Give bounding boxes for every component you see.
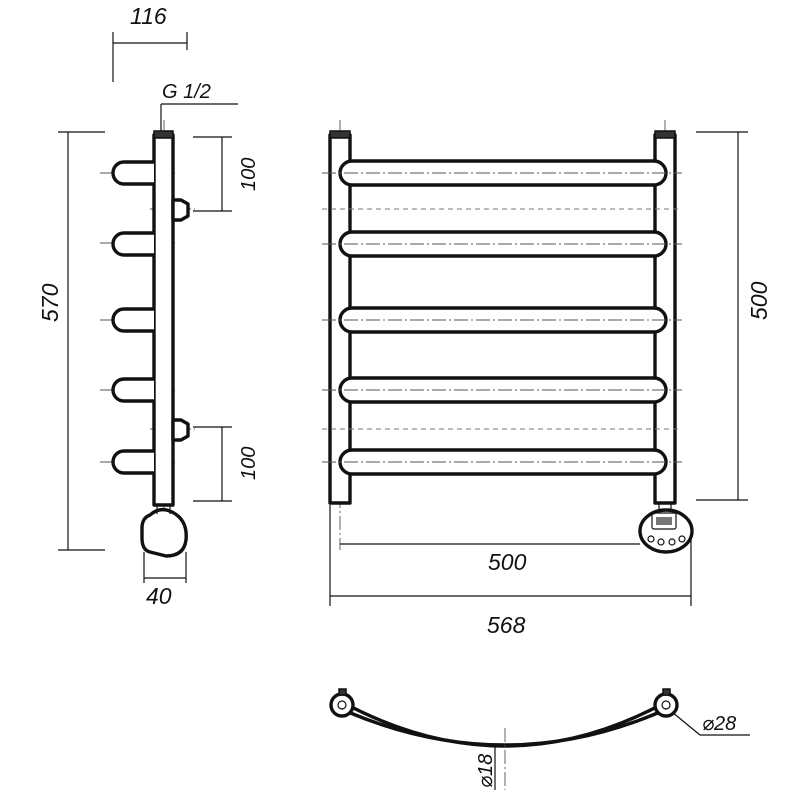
riser-top-cap [153,130,174,139]
upper-offset-dimension: 100 [193,136,260,212]
heater-depth-dimension: 40 [143,552,187,609]
top-view: ⌀28 ⌀18 [329,688,750,790]
overall-height-label: 570 [37,283,63,322]
side-riser [152,133,175,507]
rail-stub [111,377,154,403]
display-segment [656,517,672,525]
display-screen [651,512,677,530]
overall-width-dimension: 568 [329,505,692,638]
wall-connector-upper [171,198,190,222]
riser-diameter-callout: ⌀28 [671,711,750,736]
rail-stub [111,231,154,257]
curved-rail-inner [347,710,661,747]
left-riser-cap [329,130,351,139]
center-height-dimension: 500 [696,131,772,501]
lower-offset-label: 100 [238,447,260,480]
wall-connector-lower [171,418,190,442]
control-button [678,535,686,543]
riser-diameter-label: ⌀28 [702,713,736,735]
depth-label: 116 [130,3,167,29]
control-button [657,538,665,546]
side-heater-element [140,507,188,558]
rail-stub [111,307,154,333]
center-height-label: 500 [746,281,772,320]
thermostat-control-unit [638,503,694,554]
rails [338,159,668,476]
lower-offset-dimension: 100 [193,426,260,502]
rail-stub [111,449,154,475]
top-riser-left [329,692,355,718]
rail-diameter-label: ⌀18 [475,754,497,788]
side-view: 116 G 1/2 570 100 100 [37,3,260,609]
overall-height-dimension: 570 [37,131,105,551]
center-width-label: 500 [488,549,527,575]
center-width-dimension: 500 [340,543,640,575]
depth-dimension: 116 [112,3,188,82]
right-riser-cap [654,130,676,139]
curved-rail-outer [341,700,667,748]
front-view: 500 500 568 [322,120,772,638]
upper-offset-label: 100 [238,158,260,191]
thread-callout: G 1/2 [160,81,238,134]
heater-depth-label: 40 [146,583,172,609]
rail-stub [111,160,154,186]
thread-label: G 1/2 [162,81,211,103]
control-button [668,538,676,546]
rail-diameter-callout: ⌀18 [475,745,497,790]
overall-width-label: 568 [487,612,526,638]
control-button [647,535,655,543]
